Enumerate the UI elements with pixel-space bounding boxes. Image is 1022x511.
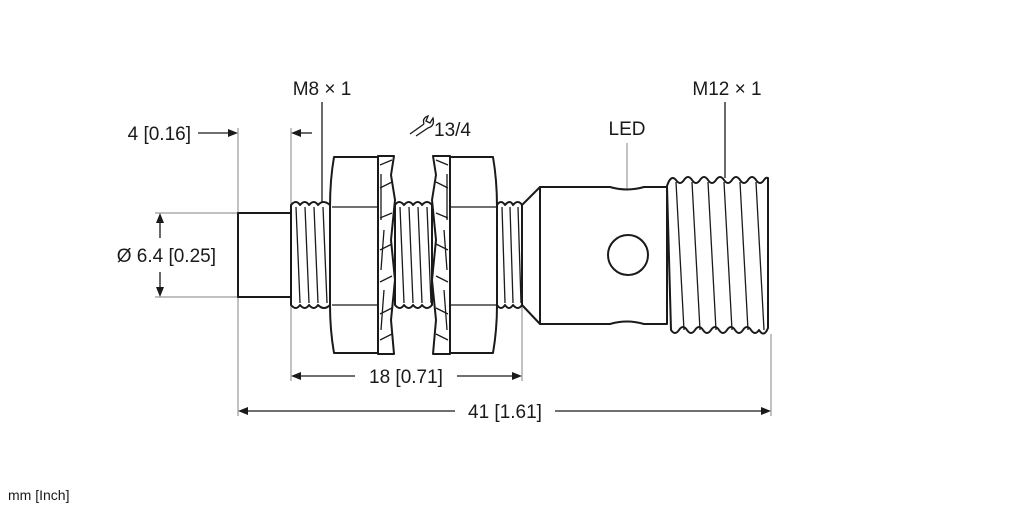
sensor-body xyxy=(237,155,769,355)
wrench-size-label: 13/4 xyxy=(434,120,471,141)
hex-nut-1 xyxy=(329,156,379,354)
thread-m8-front xyxy=(290,201,331,309)
housing xyxy=(539,186,668,325)
thread-length-label: 18 [0.71] xyxy=(369,367,443,388)
dimension-total-length xyxy=(238,407,771,415)
diameter-label: Ø 6.4 [0.25] xyxy=(117,246,216,267)
units-label: mm [Inch] xyxy=(8,487,69,503)
lock-washer-2 xyxy=(431,155,451,355)
thread-m12 xyxy=(666,176,769,335)
led-label: LED xyxy=(609,119,646,140)
thread-m8-middle xyxy=(394,201,433,309)
thread-m8-rear xyxy=(496,201,523,309)
face-length-label: 4 [0.16] xyxy=(128,124,191,145)
thread-rear-label: M12 × 1 xyxy=(692,79,761,100)
led-window xyxy=(607,234,649,276)
wrench-icon xyxy=(409,114,435,137)
lock-washer-1 xyxy=(377,155,396,355)
dimension-face-length xyxy=(198,129,312,137)
dimension-thread-length xyxy=(291,372,522,380)
sensor-face xyxy=(237,212,292,298)
dimension-diameter xyxy=(156,213,164,297)
hex-nut-2 xyxy=(449,156,498,354)
total-length-label: 41 [1.61] xyxy=(468,402,542,423)
thread-front-label: M8 × 1 xyxy=(293,79,352,100)
housing-chamfer xyxy=(521,186,541,325)
